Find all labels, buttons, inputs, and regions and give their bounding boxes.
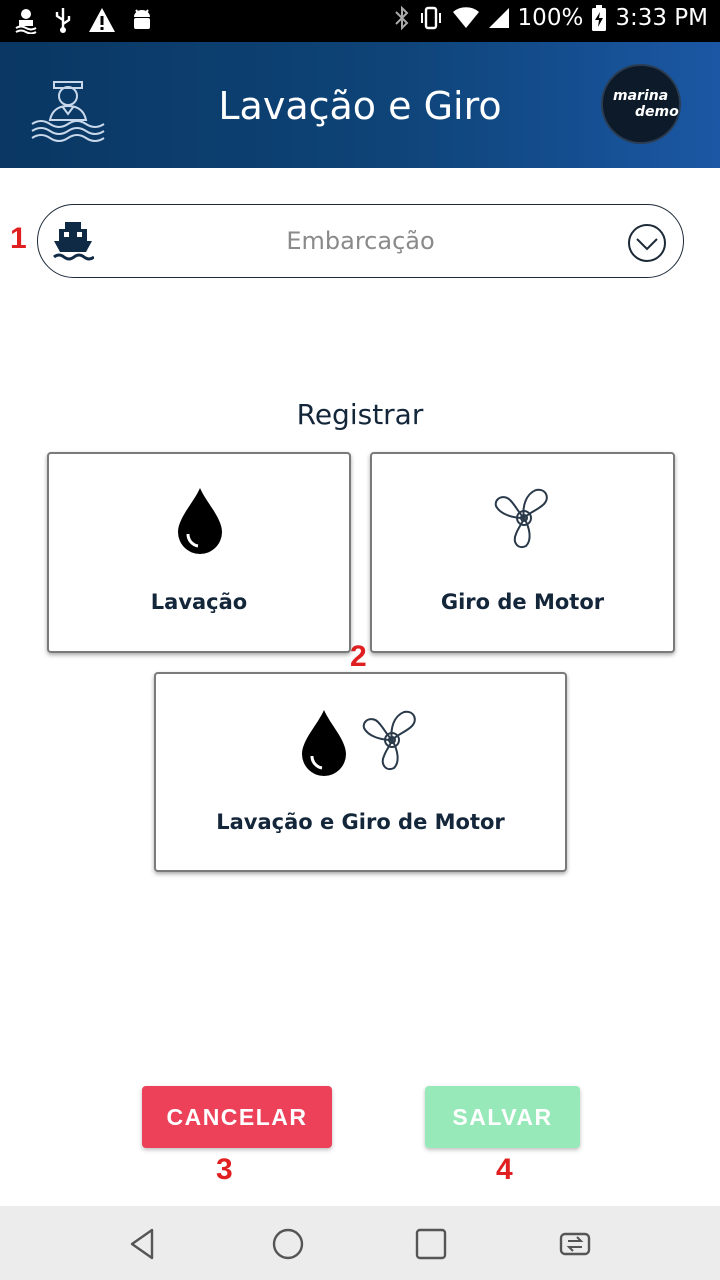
vibrate-icon [420,6,441,30]
vessel-placeholder: Embarcação [286,227,435,255]
sailor-notification-icon [15,9,37,34]
marina-avatar[interactable]: marina demo [601,64,681,144]
ship-icon [53,222,94,261]
usb-icon [55,8,71,33]
app-header: Lavação e Giro marina demo [0,42,720,168]
switch-app-icon[interactable] [557,1226,593,1262]
warning-icon [89,8,115,32]
status-bar: 100% 3:33 PM [0,0,720,42]
water-drop-icon [178,488,222,554]
navigation-bar [0,1206,720,1280]
option-lavacao-giro-card[interactable]: Lavação e Giro de Motor [154,672,567,872]
propeller-icon [362,710,416,770]
back-icon[interactable] [126,1226,162,1262]
propeller-icon [494,488,548,548]
cancel-button[interactable]: CANCELAR [142,1086,332,1148]
chevron-down-icon[interactable] [627,223,667,263]
page-title: Lavação e Giro [218,84,502,128]
save-button[interactable]: SALVAR [425,1086,580,1148]
marker-1: 1 [10,222,27,255]
notification-icons [14,6,154,34]
vessel-select[interactable]: Embarcação [37,204,684,278]
marker-4: 4 [496,1153,513,1186]
system-status: 100% 3:33 PM [394,4,708,32]
water-drop-icon [302,710,346,776]
battery-charging-icon [592,5,607,31]
option-label: Giro de Motor [440,590,605,614]
bluetooth-icon [394,5,408,31]
android-debug-icon [134,9,150,29]
option-label: Lavação [150,590,248,614]
clock: 3:33 PM [615,5,708,31]
register-title: Registrar [296,398,424,431]
marker-3: 3 [216,1153,233,1186]
sailor-logo-icon[interactable] [30,68,106,144]
option-lavacao-card[interactable]: Lavação [47,452,351,653]
cell-signal-icon [488,8,509,28]
option-label: Lavação e Giro de Motor [216,810,505,834]
badge-line2: demo [635,104,679,120]
wifi-icon [452,7,479,28]
marker-2: 2 [350,640,367,673]
recents-icon[interactable] [413,1226,449,1262]
home-icon[interactable] [270,1226,306,1262]
badge-line1: marina [613,88,669,104]
option-giro-card[interactable]: Giro de Motor [370,452,675,653]
battery-percent: 100% [517,5,584,31]
